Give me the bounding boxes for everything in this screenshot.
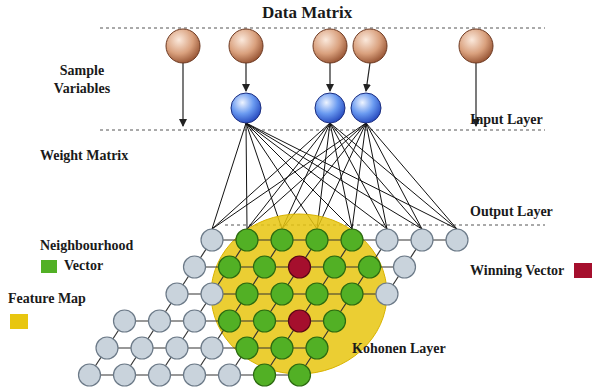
mesh-line: [246, 123, 247, 229]
layer-label: Input Layer: [470, 111, 543, 129]
winning-node: [289, 256, 311, 278]
neighbourhood-node: [236, 229, 258, 251]
sample-label: Sample Variables: [40, 62, 124, 97]
mesh-line: [330, 123, 457, 229]
neighbourhood-node: [271, 229, 293, 251]
mesh-line: [366, 123, 387, 229]
layer-divider: [100, 28, 545, 225]
mesh-line: [352, 123, 366, 229]
neighbourhood-node: [219, 256, 241, 278]
neighbourhood-node: [289, 364, 311, 386]
grid-node: [131, 337, 153, 359]
grid-node: [201, 283, 223, 305]
mesh-line: [246, 123, 457, 229]
neighbourhood-node: [236, 337, 258, 359]
input-nodes: [231, 93, 381, 123]
neighbourhood-node: [306, 229, 328, 251]
mesh-line: [246, 123, 422, 229]
grid-node: [446, 229, 468, 251]
neighbourhood-node: [271, 283, 293, 305]
neighbourhood-node: [254, 256, 276, 278]
grid-node: [184, 256, 206, 278]
neighbourhood-node: [359, 256, 381, 278]
sample-arrows: [183, 63, 476, 126]
mesh-line: [212, 123, 366, 229]
mesh-line: [366, 123, 422, 229]
grid-node: [184, 364, 206, 386]
neighbourhood-node: [236, 283, 258, 305]
neighbourhood-node: [306, 283, 328, 305]
neighbourhood-node: [271, 337, 293, 359]
grid-node: [376, 229, 398, 251]
mesh-line: [246, 123, 352, 229]
grid-node: [201, 229, 223, 251]
legend-swatch: [574, 263, 592, 278]
neighbourhood-node: [254, 310, 276, 332]
grid-node: [96, 337, 118, 359]
layer-label: Output Layer: [470, 203, 553, 221]
mesh-line: [317, 123, 366, 229]
legend-swatch: [41, 260, 57, 273]
grid-node: [166, 337, 188, 359]
neighbourhood-node: [324, 256, 346, 278]
weight-lines: [212, 123, 457, 229]
grid-node: [79, 364, 101, 386]
grid-node: [166, 283, 188, 305]
grid-node: [149, 364, 171, 386]
neighbourhood-node: [219, 310, 241, 332]
matrix-label: Weight Matrix: [40, 147, 128, 165]
grid-node: [201, 337, 223, 359]
grid-node: [149, 310, 171, 332]
neighbourhood-node: [341, 229, 363, 251]
kohonen-grid: [79, 229, 469, 386]
mesh-line: [330, 123, 422, 229]
neighbourhood-node: [324, 310, 346, 332]
grid-node: [114, 310, 136, 332]
grid-node: [184, 310, 206, 332]
layer-label: Kohonen Layer: [352, 340, 446, 358]
neighbourhood-node: [341, 283, 363, 305]
neighbourhood-node: [254, 364, 276, 386]
neighbourhood-node: [306, 337, 328, 359]
winning-node: [289, 310, 311, 332]
legend-text: Winning Vector: [470, 262, 564, 280]
grid-node: [411, 229, 433, 251]
mesh-line: [212, 123, 330, 229]
legend-text: Feature Map: [8, 290, 86, 308]
grid-node: [114, 364, 136, 386]
legend-swatch: [10, 314, 28, 329]
grid-node: [376, 283, 398, 305]
diagram-title: Data Matrix: [258, 2, 356, 23]
mesh-line: [246, 123, 387, 229]
mesh-line: [366, 123, 457, 229]
grid-node: [394, 256, 416, 278]
mesh-line: [282, 123, 366, 229]
grid-node: [219, 364, 241, 386]
mesh-line: [247, 123, 366, 229]
data-matrix-circles: [166, 29, 493, 63]
